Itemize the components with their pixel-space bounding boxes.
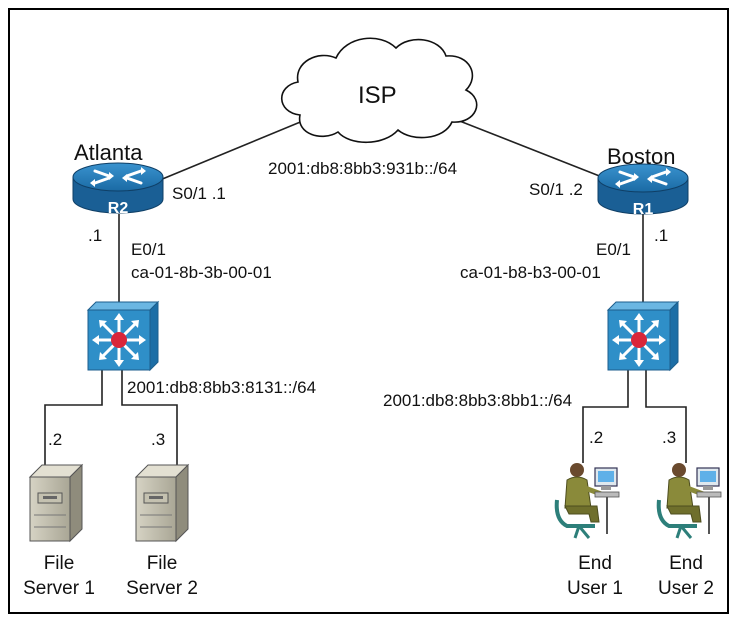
link-switch-fileserver2: [121, 368, 178, 465]
switch-atlanta-icon: [86, 300, 160, 372]
link-switch-enduser1: [582, 370, 629, 463]
boston-eth-port-label: E0/1: [596, 240, 631, 259]
isp-cloud-icon: [281, 37, 478, 143]
file-server-1-icon: [28, 463, 84, 543]
wan-network-label: 2001:db8:8bb3:931b::/64: [268, 159, 458, 178]
isp-label: ISP: [358, 82, 397, 109]
boston-mac-label: ca-01-b8-b3-00-01: [460, 263, 601, 282]
atlanta-lan-network-label: 2001:db8:8bb3:8131::/64: [127, 378, 317, 397]
end-user-1-name-line2: User 1: [567, 578, 623, 599]
file-server-1-addr-label: .2: [48, 430, 63, 449]
link-switch-fileserver1: [44, 368, 103, 465]
file-server-2-name-line2: Server 2: [126, 578, 198, 599]
link-isp-r1: [451, 117, 603, 178]
router-r2-icon: [72, 162, 164, 214]
atlanta-serial-port-label: S0/1 .1: [172, 184, 226, 203]
end-user-1-name-line1: End: [578, 553, 612, 574]
link-switch-enduser2: [645, 370, 687, 463]
links: [44, 117, 687, 465]
end-user-2-icon: [656, 463, 722, 539]
file-server-2-name-line1: File: [146, 553, 178, 574]
atlanta-site-label: Atlanta: [74, 140, 143, 165]
router-r1-label: R1: [633, 201, 654, 218]
end-user-2-name-line1: End: [669, 553, 703, 574]
switch-boston-icon: [606, 300, 680, 372]
router-r1-icon: [597, 163, 689, 215]
boston-lan-host-label: .1: [654, 226, 669, 245]
file-server-2-addr-label: .3: [151, 430, 166, 449]
boston-lan-network-label: 2001:db8:8bb3:8bb1::/64: [383, 391, 573, 410]
end-user-2-name-line2: User 2: [658, 578, 714, 599]
link-r2-isp: [159, 117, 311, 181]
file-server-2-icon: [134, 463, 190, 543]
end-user-1-icon: [554, 463, 620, 539]
atlanta-lan-host-label: .1: [88, 226, 103, 245]
file-server-1-name-line1: File: [43, 553, 75, 574]
end-user-2-addr-label: .3: [662, 428, 677, 447]
boston-site-label: Boston: [607, 144, 676, 169]
router-r2-label: R2: [108, 200, 129, 217]
file-server-1-name-line2: Server 1: [23, 578, 95, 599]
boston-serial-port-label: S0/1 .2: [529, 180, 583, 199]
atlanta-mac-label: ca-01-8b-3b-00-01: [131, 263, 272, 282]
end-user-1-addr-label: .2: [589, 428, 604, 447]
atlanta-eth-port-label: E0/1: [131, 240, 166, 259]
